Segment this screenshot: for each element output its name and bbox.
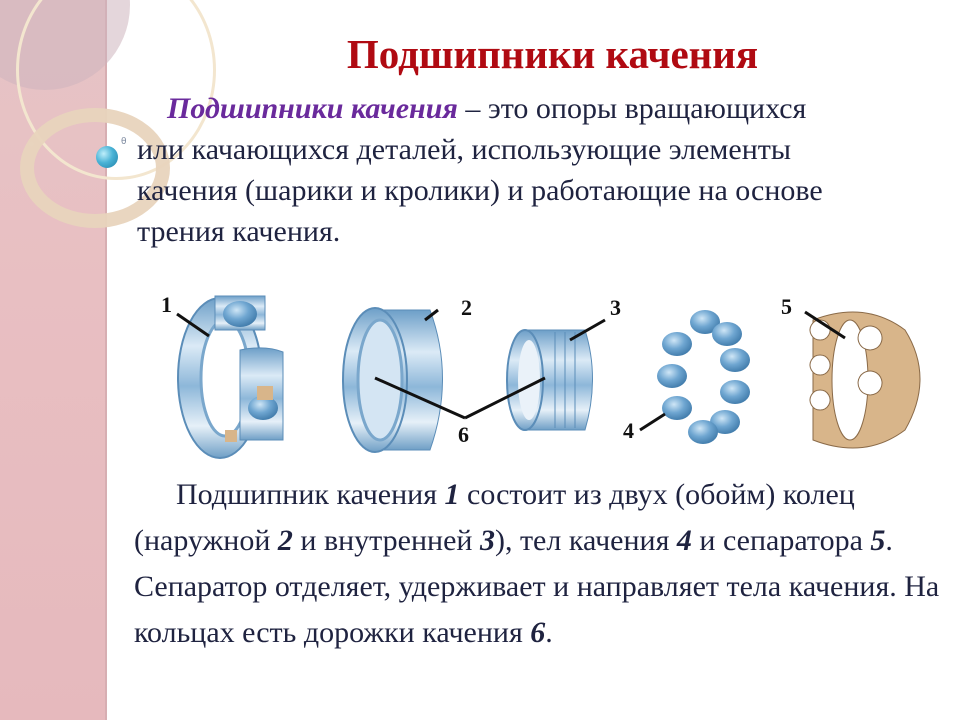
bullet-marker-icon: θ: [121, 137, 127, 147]
decorative-sidebar: [0, 0, 216, 720]
ref-number: 3: [479, 524, 495, 557]
callout-lines: [176, 308, 846, 432]
description-text: ), тел качения: [494, 524, 677, 557]
label-3: 3: [610, 295, 621, 320]
bearing-parts-figure: 1 2 3 4 5 6: [145, 290, 935, 465]
inner-ring-image: [506, 329, 593, 431]
outer-ring-image: [342, 307, 443, 453]
label-1: 1: [161, 292, 172, 317]
slide-title: Подшипники качения: [346, 31, 759, 77]
separator-cage-image: [809, 311, 921, 449]
description-text: Подшипник качения: [176, 478, 445, 511]
description-text: и сепаратора: [691, 524, 871, 557]
label-5: 5: [781, 294, 792, 319]
ref-number: 2: [277, 524, 293, 557]
ref-number: 4: [676, 524, 692, 557]
definition-paragraph: Подшипники качения – это опоры вращающих…: [137, 88, 827, 252]
label-2: 2: [461, 295, 472, 320]
bullet-sphere-icon: [96, 146, 118, 168]
description-text: .: [545, 616, 553, 649]
description-text: и внутренней: [292, 524, 480, 557]
ref-number: 1: [444, 478, 460, 511]
description-text: . Сепаратор отделяет, удерживает и напра…: [134, 524, 940, 649]
rolling-balls-image: [657, 310, 750, 444]
label-4: 4: [623, 418, 634, 443]
label-6: 6: [458, 422, 469, 447]
description-paragraph: Подшипник качения 1 состоит из двух (обо…: [134, 472, 944, 656]
ref-number: 5: [870, 524, 886, 557]
description-text: состоит из двух (обойм) колец (наружной: [134, 478, 855, 557]
assembled-bearing-image: [177, 295, 284, 459]
ref-number: 6: [530, 616, 546, 649]
definition-term: Подшипники качения: [167, 92, 458, 125]
definition-text: – это опоры вращающихся или качающихся д…: [137, 92, 823, 248]
